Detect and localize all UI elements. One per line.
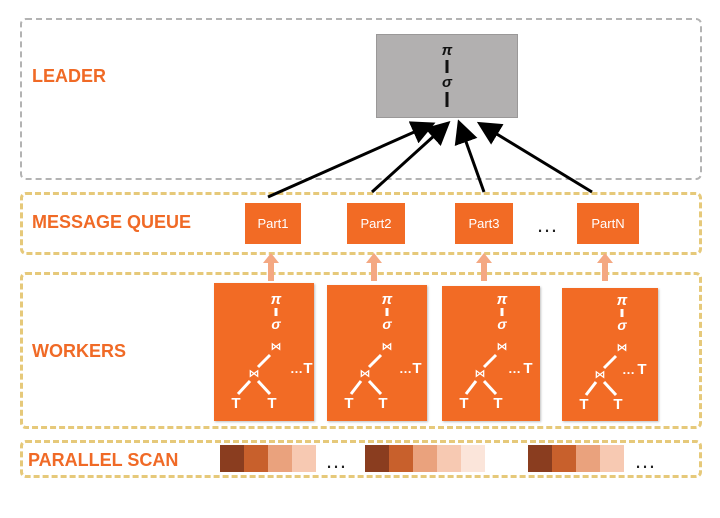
scan-block bbox=[244, 445, 268, 472]
worker-plan-tree: π σ ⋈ … T ⋈ T T bbox=[344, 291, 421, 412]
message-queue-label: MESSAGE QUEUE bbox=[32, 212, 192, 232]
scan-block bbox=[292, 445, 316, 472]
arrow-part2-to-leader bbox=[370, 120, 451, 194]
parallel-scan-layer bbox=[20, 440, 702, 478]
leader-plan-box: π σ bbox=[376, 34, 518, 118]
table-op-right: T bbox=[412, 360, 421, 377]
project-op: π bbox=[382, 291, 393, 308]
arrow-partn-to-leader bbox=[476, 121, 593, 194]
queue-part-3: Part3 bbox=[455, 203, 513, 244]
parallel-scan-label: PARALLEL SCAN bbox=[28, 450, 179, 470]
join-op-top: ⋈ bbox=[497, 341, 508, 353]
join-op-bottom: ⋈ bbox=[249, 368, 260, 380]
leader-layer bbox=[20, 18, 702, 180]
up-arrow-worker1 bbox=[263, 253, 279, 281]
worker-plan-tree: π σ ⋈ … T ⋈ T T bbox=[231, 291, 312, 412]
arrow-part3-to-leader bbox=[454, 119, 486, 193]
scan-block bbox=[365, 445, 389, 472]
queue-part-n: PartN bbox=[577, 203, 639, 244]
scan-block bbox=[552, 445, 576, 472]
workers-layer bbox=[20, 272, 702, 429]
table-op-left: T bbox=[231, 395, 240, 412]
scan-block bbox=[528, 445, 552, 472]
join-op-bottom: ⋈ bbox=[595, 369, 606, 381]
worker-2: π σ ⋈ … T ⋈ T T bbox=[327, 285, 427, 421]
table-op-left: T bbox=[459, 395, 468, 412]
scan-block bbox=[576, 445, 600, 472]
leader-project-op: π bbox=[442, 42, 453, 59]
scan-block bbox=[220, 445, 244, 472]
join-op-bottom: ⋈ bbox=[360, 368, 371, 380]
join-op-top: ⋈ bbox=[617, 342, 628, 354]
scan-block bbox=[389, 445, 413, 472]
table-op-mid: T bbox=[267, 395, 276, 412]
table-op-right: T bbox=[523, 360, 532, 377]
tree-ellipsis: … bbox=[290, 361, 303, 376]
table-op-mid: T bbox=[493, 395, 502, 412]
project-op: π bbox=[617, 292, 628, 309]
select-op: σ bbox=[497, 316, 507, 332]
table-op-left: T bbox=[344, 395, 353, 412]
select-op: σ bbox=[617, 317, 627, 333]
up-arrow-worker2 bbox=[366, 253, 382, 281]
scan-block bbox=[600, 445, 624, 472]
worker-3: π σ ⋈ … T ⋈ T T bbox=[442, 286, 540, 421]
queue-ellipsis: … bbox=[536, 212, 559, 237]
project-op: π bbox=[497, 291, 508, 308]
message-queue-layer bbox=[20, 192, 702, 255]
scan-block bbox=[268, 445, 292, 472]
worker-1: π σ ⋈ … T ⋈ T T bbox=[214, 283, 314, 421]
join-op-top: ⋈ bbox=[382, 341, 393, 353]
join-op-bottom: ⋈ bbox=[475, 368, 486, 380]
join-op-top: ⋈ bbox=[271, 341, 282, 353]
select-op: σ bbox=[271, 316, 281, 332]
worker-plan-tree: π σ ⋈ … T ⋈ T T bbox=[459, 291, 532, 412]
worker-plan-tree: π σ ⋈ … T ⋈ T T bbox=[579, 292, 646, 413]
scan-ellipsis: … bbox=[325, 448, 348, 473]
up-arrow-worker4 bbox=[597, 253, 613, 281]
arrow-part1-to-leader bbox=[267, 121, 436, 199]
queue-part-1: Part1 bbox=[245, 203, 301, 244]
table-op-mid: T bbox=[378, 395, 387, 412]
tree-ellipsis: … bbox=[622, 362, 635, 377]
leader-select-op: σ bbox=[442, 74, 453, 91]
table-op-left: T bbox=[579, 396, 588, 413]
tree-ellipsis: … bbox=[399, 361, 412, 376]
workers-label: WORKERS bbox=[32, 341, 126, 361]
table-op-right: T bbox=[303, 360, 312, 377]
up-arrow-worker3 bbox=[476, 253, 492, 281]
leader-label: LEADER bbox=[32, 66, 107, 86]
worker-4: π σ ⋈ … T ⋈ T T bbox=[562, 288, 658, 421]
scan-block bbox=[437, 445, 461, 472]
scan-block bbox=[413, 445, 437, 472]
table-op-mid: T bbox=[613, 396, 622, 413]
tree-ellipsis: … bbox=[508, 361, 521, 376]
project-op: π bbox=[271, 291, 282, 308]
select-op: σ bbox=[382, 316, 392, 332]
scan-block bbox=[461, 445, 485, 472]
scan-ellipsis-end: … bbox=[634, 448, 657, 473]
table-op-right: T bbox=[637, 361, 646, 378]
queue-part-2: Part2 bbox=[347, 203, 405, 244]
